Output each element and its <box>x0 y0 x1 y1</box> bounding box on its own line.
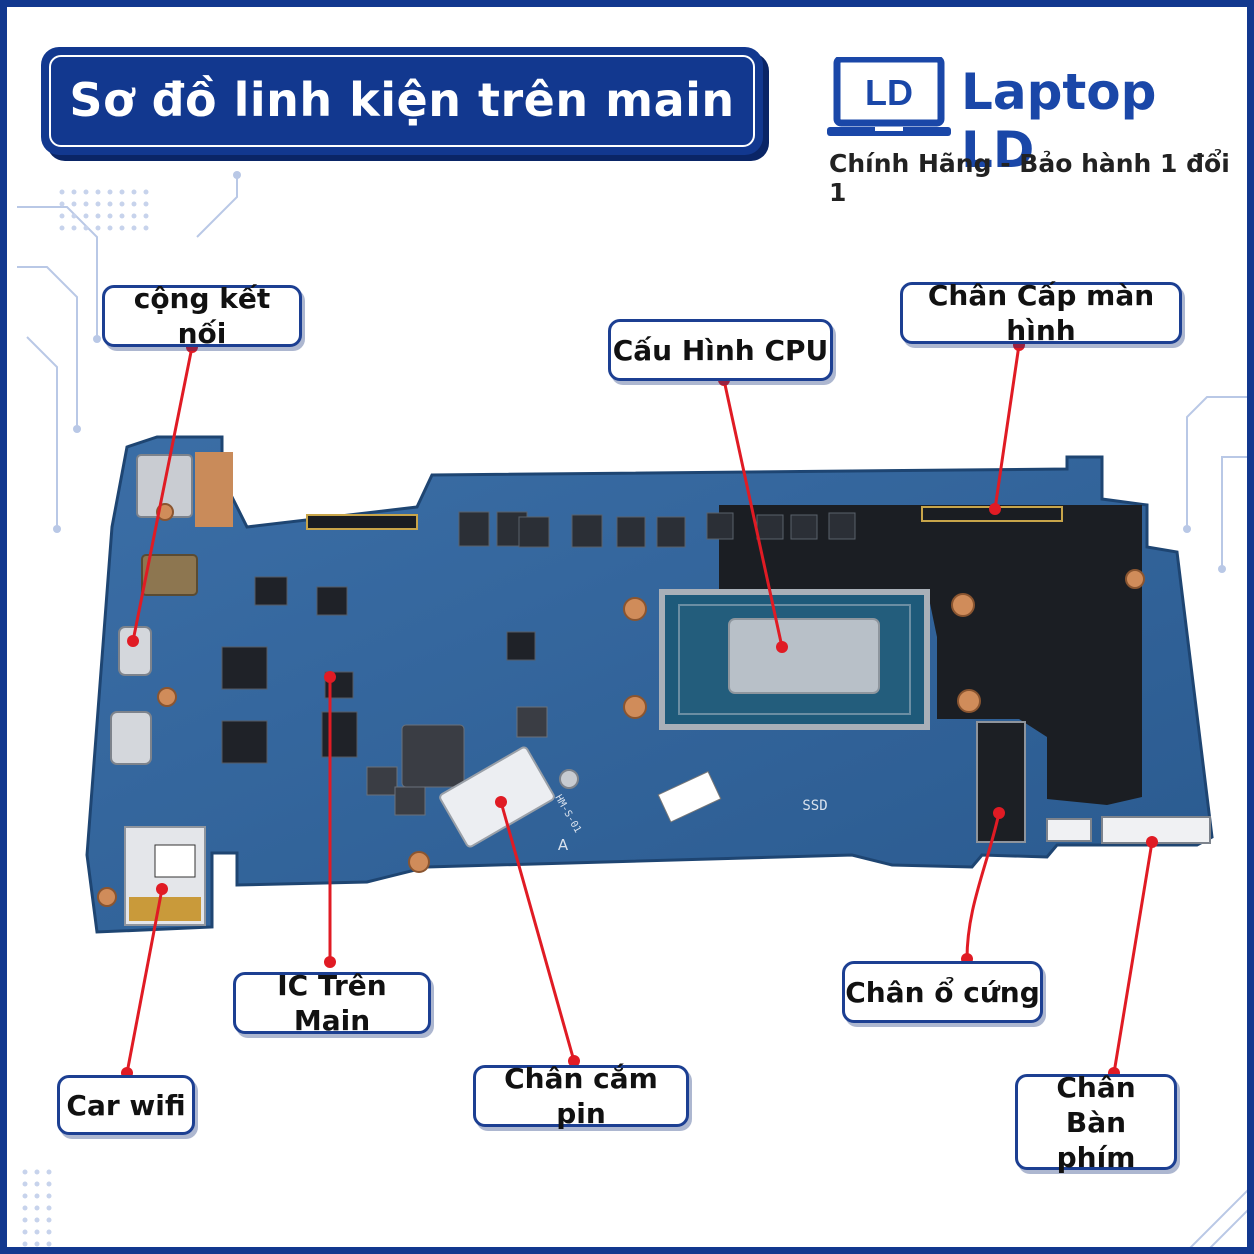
callout-ic: IC Trên Main <box>233 969 431 1037</box>
decor-dot <box>119 189 125 195</box>
decor-dot <box>71 225 77 231</box>
decor-dot <box>95 189 101 195</box>
battery-connector <box>439 746 555 848</box>
decor-dot <box>34 1169 40 1175</box>
callout-storage: Chân ổ cứng <box>842 961 1043 1023</box>
decor-dot <box>22 1217 28 1223</box>
decor-dot <box>119 201 125 207</box>
decor-dot <box>95 225 101 231</box>
decor-dot <box>59 201 65 207</box>
leader-battery <box>499 801 576 1062</box>
decor-dot <box>107 189 113 195</box>
title-banner-border <box>49 55 755 147</box>
callout-ic-label: IC Trên Main <box>277 969 387 1037</box>
callout-ports-label: cộng kết nối <box>133 282 271 350</box>
decor-dot <box>22 1241 28 1247</box>
decor-dot <box>83 225 89 231</box>
decor-dot <box>22 1193 28 1199</box>
callout-battery: Chân cắm pin <box>473 1062 689 1130</box>
decor-dot <box>71 201 77 207</box>
decor-dot <box>22 1205 28 1211</box>
decor-dot <box>71 189 77 195</box>
decor-dot <box>59 189 65 195</box>
decor-dot <box>83 213 89 219</box>
decor-dot <box>107 225 113 231</box>
decor-dot <box>59 225 65 231</box>
leader-cpu <box>722 379 784 648</box>
leader-storage <box>965 812 1001 960</box>
page-title: Sơ đồ linh kiện trên main <box>69 73 735 127</box>
decor-dot <box>143 189 149 195</box>
callout-keyboard-label: Chân Bàn phím <box>1056 1070 1136 1174</box>
decor-dot <box>34 1229 40 1235</box>
decor-dot <box>46 1193 52 1199</box>
a-silkscreen: A <box>558 836 569 854</box>
callout-keyboard: Chân Bàn phím <box>1015 1071 1177 1174</box>
decor-dot <box>46 1241 52 1247</box>
decor-dot <box>131 225 137 231</box>
wifi-card <box>124 826 206 926</box>
leader-keyboard <box>1112 841 1154 1074</box>
callout-ports: cộng kết nối <box>102 282 302 350</box>
decor-dot <box>46 1169 52 1175</box>
decor-dot <box>46 1205 52 1211</box>
leader-wifi <box>125 888 164 1074</box>
decor-dot <box>95 213 101 219</box>
leader-display <box>993 344 1021 510</box>
decor-dot <box>119 213 125 219</box>
decor-dot <box>107 213 113 219</box>
callout-battery-label: Chân cắm pin <box>504 1062 658 1130</box>
decor-dot <box>143 213 149 219</box>
decor-dot <box>83 189 89 195</box>
callout-display-label: Chân Cấp màn hình <box>927 279 1155 347</box>
callout-cpu-label: Cấu Hình CPU <box>612 333 829 367</box>
decor-dot <box>143 225 149 231</box>
laptop-logo-icon: LD <box>827 57 951 136</box>
leader-lines <box>121 339 1158 1079</box>
callout-storage-label: Chân ổ cứng <box>845 975 1040 1009</box>
decor-dot <box>59 213 65 219</box>
cpu-die <box>728 618 880 694</box>
cpu-heatsink <box>719 505 1142 805</box>
decor-dot <box>34 1193 40 1199</box>
decor-dot <box>46 1229 52 1235</box>
leader-ports <box>131 346 194 642</box>
decor-dot <box>71 213 77 219</box>
ssd-slot <box>976 721 1026 843</box>
decorative-circuit-background <box>17 171 1247 1247</box>
callout-display-connector: Chân Cấp màn hình <box>900 279 1182 347</box>
decor-dot <box>83 201 89 207</box>
decor-dot <box>34 1205 40 1211</box>
title-banner: Sơ đồ linh kiện trên main <box>41 47 763 155</box>
brand-name: Laptop LD <box>961 63 1157 179</box>
decor-dot <box>131 213 137 219</box>
decor-dot <box>107 201 113 207</box>
decor-dot <box>131 201 137 207</box>
decor-dot <box>143 201 149 207</box>
decor-dot <box>34 1217 40 1223</box>
motherboard-image: SSD A HM-S-01 <box>85 435 1214 934</box>
decor-dot <box>95 201 101 207</box>
logo-text: LD <box>865 72 913 113</box>
decor-dot <box>131 189 137 195</box>
callout-cpu: Cấu Hình CPU <box>608 319 833 381</box>
callout-wifi-label: Car wifi <box>66 1088 186 1122</box>
ssd-silkscreen: SSD <box>802 798 827 814</box>
decor-dot <box>34 1181 40 1187</box>
callout-wifi: Car wifi <box>57 1075 195 1135</box>
decor-dot <box>22 1181 28 1187</box>
decor-dot <box>46 1217 52 1223</box>
decor-dot <box>46 1181 52 1187</box>
decor-dot <box>22 1169 28 1175</box>
decor-dot <box>119 225 125 231</box>
brand-tagline: Chính Hãng - Bảo hành 1 đổi 1 <box>829 149 1230 207</box>
decor-dot <box>22 1229 28 1235</box>
decor-dot <box>34 1241 40 1247</box>
